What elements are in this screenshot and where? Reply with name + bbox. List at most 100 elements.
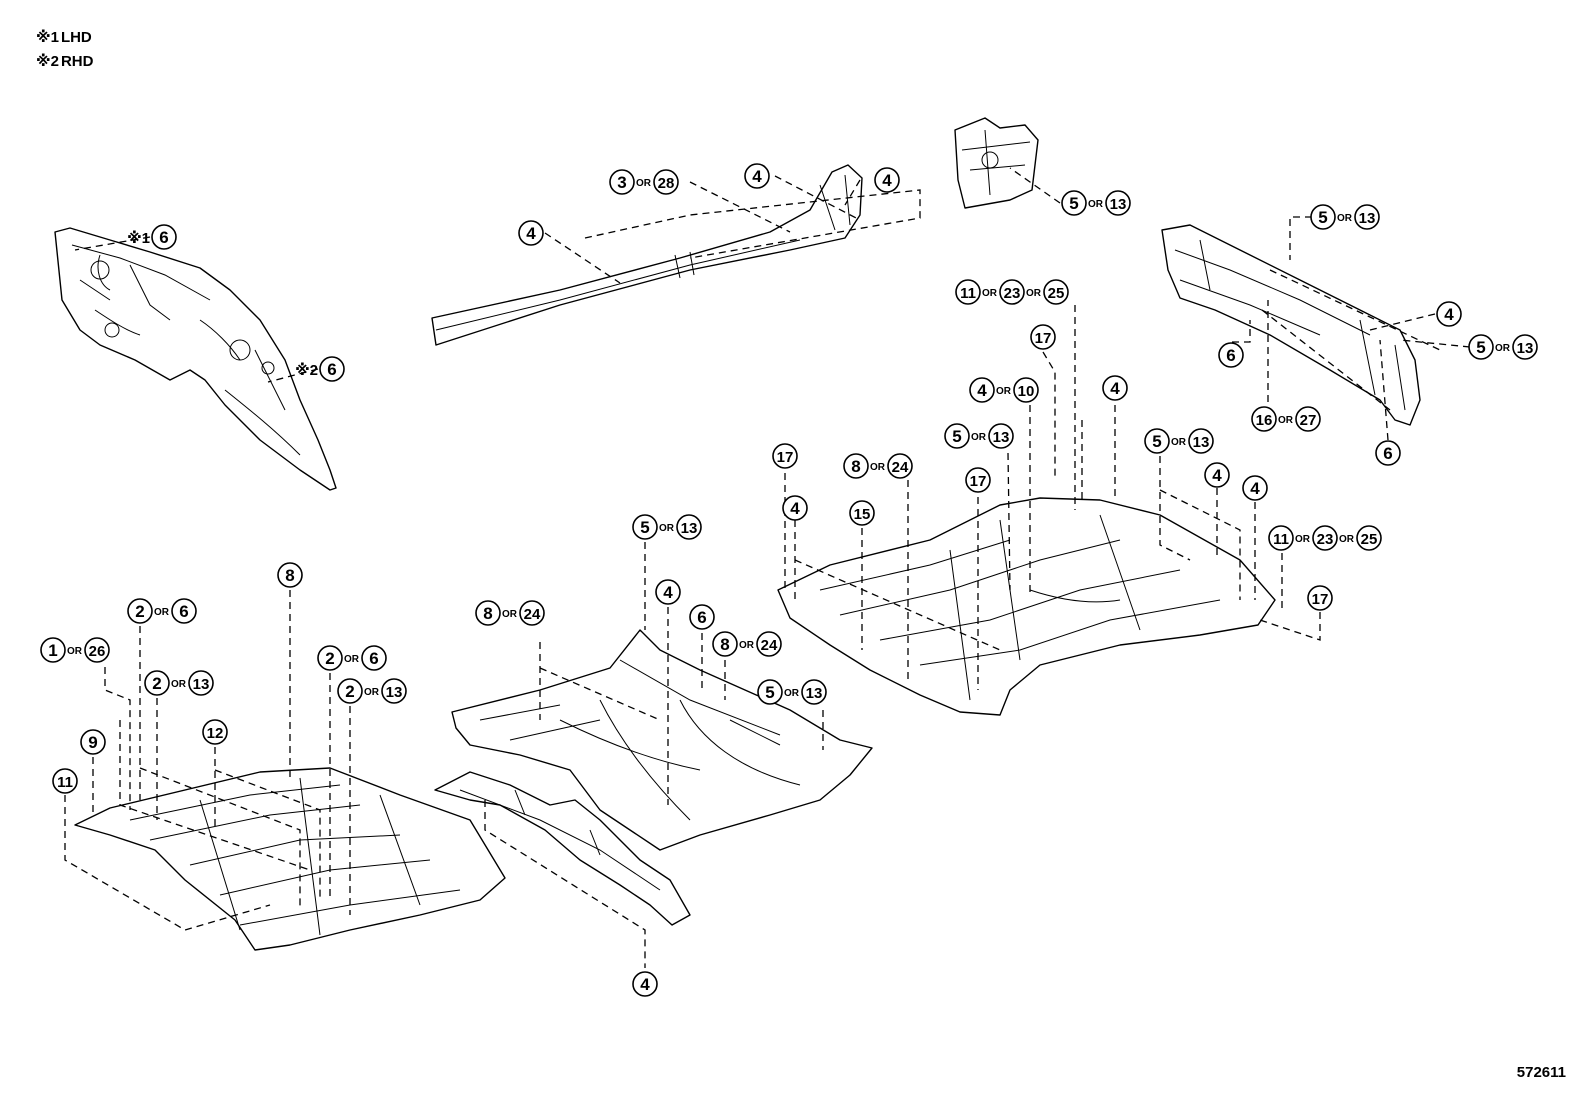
part-number-circle — [756, 631, 782, 657]
part-number-circle — [969, 377, 995, 403]
cowl-side-panel — [954, 117, 1039, 209]
part-number: 13 — [993, 429, 1010, 446]
part-number: 13 — [1359, 210, 1376, 227]
callout-4: 4 — [744, 163, 770, 189]
part-number: 12 — [207, 725, 224, 742]
part-number: 6 — [1383, 444, 1392, 463]
part-number: 17 — [777, 449, 794, 466]
part-number-circle — [653, 169, 679, 195]
part-number: 4 — [1250, 479, 1260, 498]
callout-5-or-13: 5 OR 13 — [1144, 428, 1214, 454]
part-number: 5 — [1152, 432, 1161, 451]
or-separator: OR — [1339, 534, 1355, 545]
part-number: 10 — [1018, 383, 1035, 400]
part-number: 23 — [1317, 531, 1334, 548]
part-number-circle — [632, 971, 658, 997]
part-number-circle — [277, 562, 303, 588]
part-number: 28 — [658, 175, 675, 192]
or-separator: OR — [982, 288, 998, 299]
or-separator: OR — [1337, 213, 1353, 224]
part-number-circle — [52, 768, 78, 794]
part-number-circle — [1251, 406, 1277, 432]
part-number-circle — [757, 679, 783, 705]
or-separator: OR — [1295, 534, 1311, 545]
or-separator: OR — [1495, 343, 1511, 354]
part-number-circle — [782, 495, 808, 521]
part-number: 8 — [483, 604, 492, 623]
part-number: 6 — [327, 360, 336, 379]
part-number-circle — [171, 598, 197, 624]
callout-6: 6 — [689, 604, 715, 630]
callout-note: ※1 — [127, 229, 150, 247]
part-number: 6 — [179, 602, 188, 621]
part-number-circle — [1105, 190, 1131, 216]
part-number-circle — [955, 279, 981, 305]
part-number: 13 — [1193, 434, 1210, 451]
part-number: 8 — [285, 566, 294, 585]
part-number: 13 — [1517, 340, 1534, 357]
or-separator: OR — [996, 386, 1012, 397]
part-number: 13 — [1110, 196, 1127, 213]
part-number: 11 — [960, 285, 976, 302]
part-number-circle — [84, 637, 110, 663]
callout-4: 4 — [1102, 375, 1128, 401]
dash-panel — [54, 227, 337, 491]
callout-2-or-6: 2 OR 6 — [317, 645, 387, 671]
part-number-circle — [1307, 585, 1333, 611]
part-number: 5 — [765, 683, 774, 702]
callout-11: 11 — [52, 768, 78, 794]
callout-note: ※2 — [295, 361, 318, 379]
part-number-circle — [1188, 428, 1214, 454]
part-number: 4 — [663, 583, 673, 602]
part-number: 6 — [369, 649, 378, 668]
callout-4: 4 — [1242, 475, 1268, 501]
part-number: 17 — [1035, 330, 1052, 347]
center-floor-pan — [451, 629, 873, 851]
part-number-circle — [1144, 428, 1170, 454]
or-separator: OR — [739, 640, 755, 651]
part-number: 24 — [892, 459, 909, 476]
part-number-circle — [1354, 204, 1380, 230]
part-number: 4 — [752, 167, 762, 186]
part-number-circle — [40, 637, 66, 663]
part-number-circle — [843, 453, 869, 479]
part-number-circle — [1204, 462, 1230, 488]
callout-6: 6 — [1218, 342, 1244, 368]
callout-4: 4 — [874, 167, 900, 193]
part-number: 2 — [135, 602, 144, 621]
part-number: 2 — [325, 649, 334, 668]
callout-6: ※2 6 — [295, 356, 345, 382]
or-separator: OR — [1171, 437, 1187, 448]
part-number-circle — [772, 443, 798, 469]
or-separator: OR — [784, 688, 800, 699]
part-number: 4 — [526, 224, 536, 243]
part-number-circle — [1375, 440, 1401, 466]
or-separator: OR — [659, 523, 675, 534]
part-number: 5 — [640, 518, 649, 537]
part-number: 6 — [1226, 346, 1235, 365]
part-number-circle — [381, 678, 407, 704]
or-separator: OR — [344, 654, 360, 665]
part-number: 27 — [1300, 412, 1317, 429]
part-number: 4 — [1212, 466, 1222, 485]
part-number-circle — [988, 423, 1014, 449]
floor-side-member — [434, 771, 691, 926]
part-number: 15 — [854, 506, 871, 523]
front-side-member — [431, 164, 863, 346]
part-number-circle — [1356, 525, 1382, 551]
part-number-circle — [632, 514, 658, 540]
part-number-circle — [874, 167, 900, 193]
part-number: 4 — [1110, 379, 1120, 398]
part-number-circle — [1030, 324, 1056, 350]
part-number-circle — [80, 729, 106, 755]
